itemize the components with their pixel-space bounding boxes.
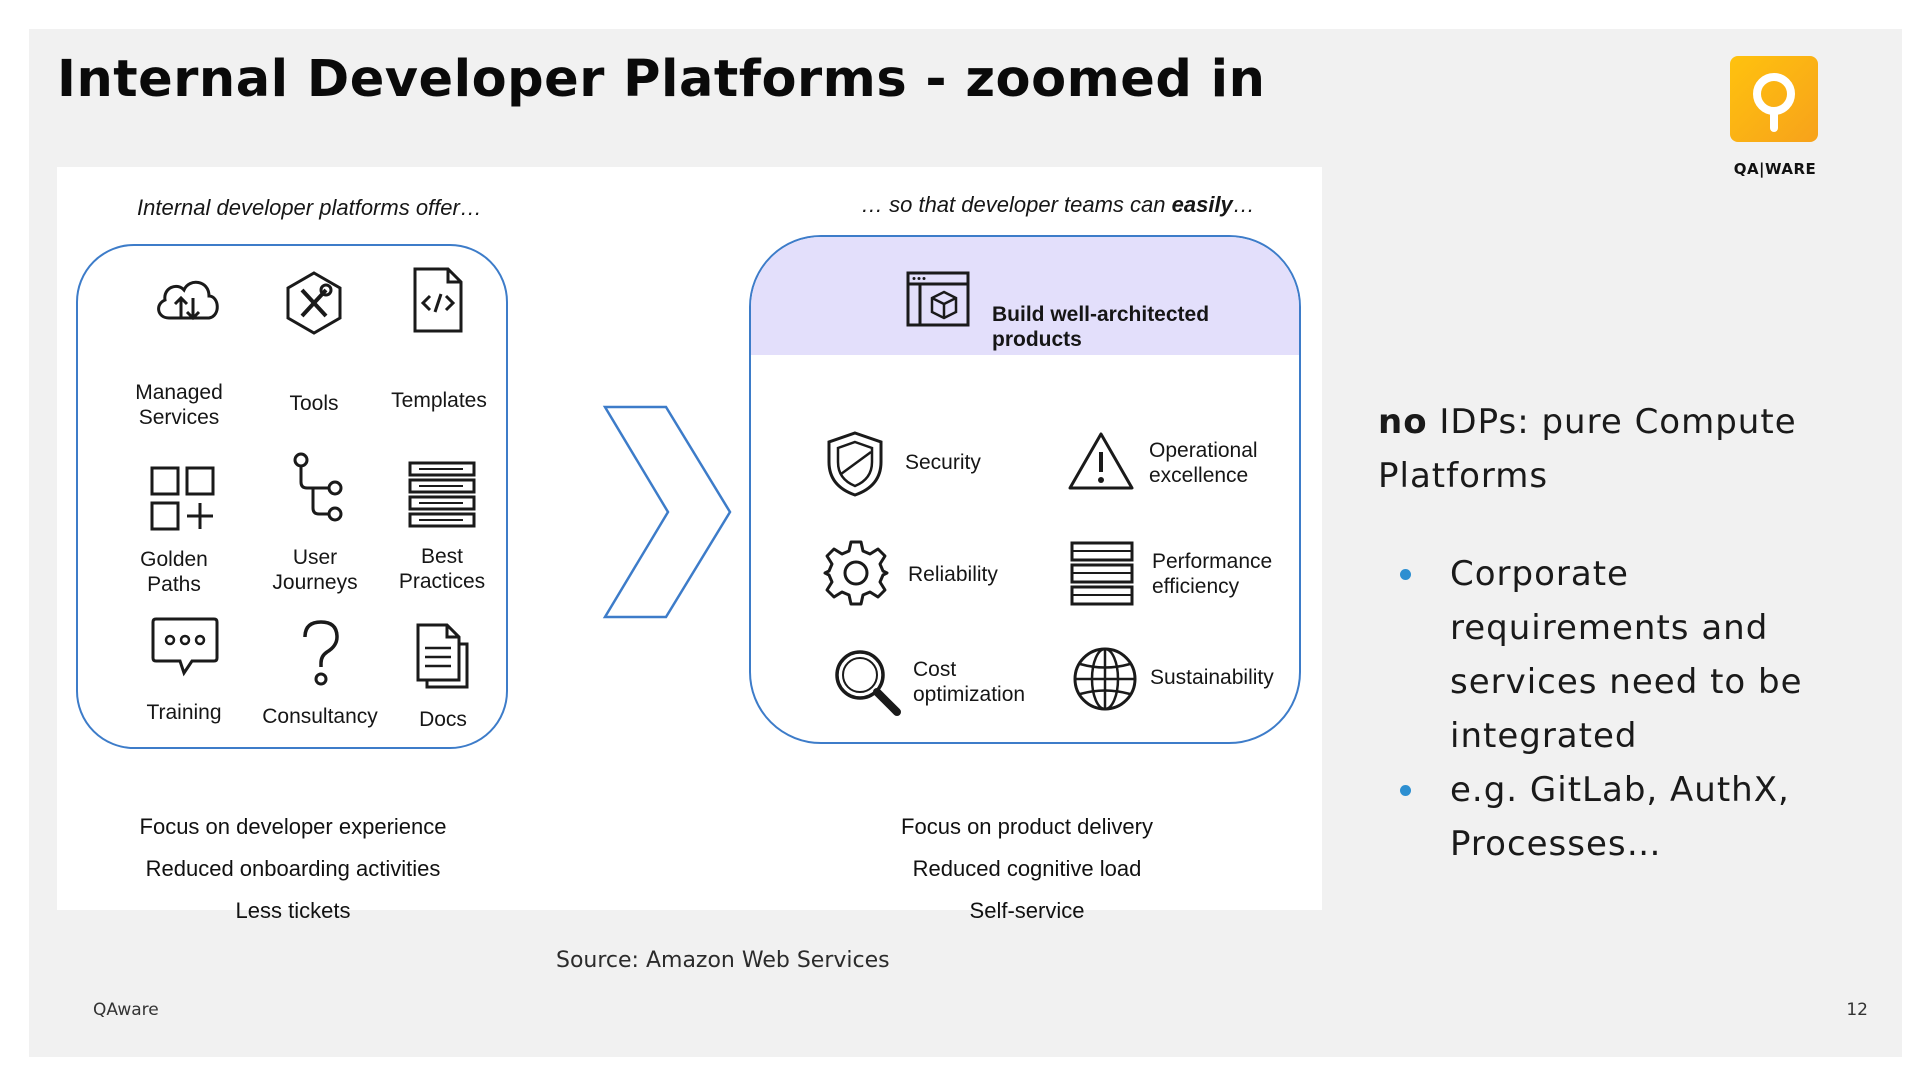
footer-company: QAware xyxy=(93,1000,159,1020)
side-bullet-list: Corporate requirements and services need… xyxy=(1378,547,1878,871)
chevron-right-icon xyxy=(602,405,732,619)
right-outcome-2: Reduced cognitive load xyxy=(912,856,1142,881)
logo-wordmark: QA|WARE xyxy=(1733,160,1817,178)
left-outcome-2: Reduced onboarding activities xyxy=(145,856,441,881)
globe-icon xyxy=(1073,647,1137,711)
question-mark-icon xyxy=(303,620,339,686)
aws-idp-figure: Internal developer platforms offer… … so… xyxy=(57,167,1322,923)
side-intro: no IDPs: pure Compute Platforms xyxy=(1378,402,1797,496)
page-number: 12 xyxy=(1846,1000,1868,1020)
server-stack-icon xyxy=(1070,541,1134,606)
stacked-list-icon xyxy=(408,461,476,528)
documents-icon xyxy=(416,623,469,689)
grid-plus-icon xyxy=(150,466,215,531)
side-bullet-2: e.g. GitLab, AuthX, Processes… xyxy=(1378,763,1878,871)
right-outcome-3: Self-service xyxy=(969,898,1085,923)
offering-consultancy: Consultancy xyxy=(262,705,378,728)
offering-docs: Docs xyxy=(419,708,467,731)
slide-title: Internal Developer Platforms - zoomed in xyxy=(57,50,1266,109)
cloud-upload-download-icon xyxy=(157,280,219,321)
offering-training: Training xyxy=(146,701,222,724)
tools-icon xyxy=(286,271,342,335)
pillar-security: Security xyxy=(905,451,981,474)
gear-icon xyxy=(823,540,889,606)
browser-cube-icon xyxy=(906,271,970,327)
pillar-sustainability: Sustainability xyxy=(1150,666,1274,689)
warning-icon xyxy=(1068,432,1134,490)
right-heading-emphasis: easily xyxy=(1171,192,1233,217)
qaware-logo xyxy=(1730,56,1818,142)
right-outcome-1: Focus on product delivery xyxy=(901,814,1153,839)
shield-icon xyxy=(827,431,883,497)
right-heading: … so that developer teams can easily… xyxy=(861,192,1255,217)
left-outcome-1: Focus on developer experience xyxy=(139,814,447,839)
left-outcome-3: Less tickets xyxy=(235,898,351,923)
offering-tools: Tools xyxy=(289,392,339,415)
well-architected-box xyxy=(749,235,1301,744)
left-heading: Internal developer platforms offer… xyxy=(137,195,482,220)
pillar-reliability: Reliability xyxy=(908,563,998,586)
source-caption: Source: Amazon Web Services xyxy=(556,948,890,973)
magnifier-icon xyxy=(835,650,901,716)
side-intro-keyword: no xyxy=(1378,402,1428,442)
chat-bubble-icon xyxy=(151,617,219,677)
branch-path-icon xyxy=(293,452,343,522)
code-file-icon xyxy=(413,267,463,333)
build-products-header xyxy=(751,237,1299,355)
offering-templates: Templates xyxy=(391,389,487,412)
offerings-box xyxy=(76,244,508,749)
side-bullet-1: Corporate requirements and services need… xyxy=(1378,547,1878,763)
